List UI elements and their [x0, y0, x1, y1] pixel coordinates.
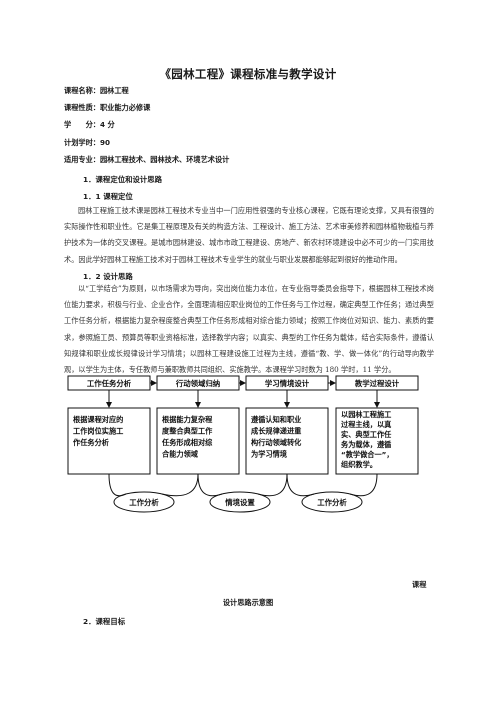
meta-value: 4 分 [99, 120, 115, 129]
box-integrate-competence-line: 度整合典型工作 [162, 427, 213, 436]
header-learning-context: 学习情境设计 [265, 379, 310, 388]
section-heading-1-2: 1．2 设计思路 [83, 272, 133, 281]
figure-caption: 设计思路示意图 [222, 598, 274, 607]
header-teaching-process: 教学过程设计 [354, 379, 400, 388]
meta-label: 适用专业： [64, 155, 100, 164]
meta-label: 课程性质： [64, 103, 100, 112]
box-job-task-analysis-line: 根据课程对应的 [73, 415, 123, 424]
meta-course-nature: 课程性质：职业能力必修课 [64, 103, 150, 113]
page-title: 《园林工程》课程标准与教学设计 [159, 67, 337, 81]
box-organize-teaching-line: 务为载体，遵循 [341, 440, 391, 449]
section-heading-1-1: 1．1 课程定位 [83, 192, 133, 201]
connector-curve [257, 473, 288, 497]
box-restructure-fields-line: 遵循认知和职业 [251, 415, 301, 424]
paragraph-course-positioning: 园林工程施工技术课是园林工程技术专业当中一门应用性很强的专业核心课程，它既有理论… [64, 206, 434, 264]
box-organize-teaching-line: 组织教学。 [341, 460, 377, 469]
box-restructure-fields-line: 为学习情境 [251, 450, 288, 459]
box-job-task-analysis-line: 工作岗位实施工 [73, 427, 123, 436]
meta-label: 课程名称： [64, 86, 100, 95]
meta-course-name: 课程名称：园林工程 [64, 86, 129, 96]
connector-curve [197, 473, 223, 497]
meta-label: 学 分： [64, 120, 100, 129]
box-restructure-fields-line: 成长规律递进重 [251, 427, 301, 436]
meta-majors: 适用专业：园林工程技术、园林技术、环境艺术设计 [64, 155, 229, 165]
header-task-analysis: 工作任务分析 [87, 379, 132, 388]
paragraph-design-ideas: 以“工学结合”为原则，以市场需求为导向，突出岗位能力本位，在专业指导委员会指导下… [64, 284, 434, 375]
box-organize-teaching-line: 以园林工程施工 [341, 410, 391, 419]
connector-curve [286, 473, 315, 497]
meta-value: 90 [99, 138, 110, 147]
box-organize-teaching-line: 过程主线，以真 [341, 420, 392, 429]
connector-curve [161, 473, 199, 497]
connector-curve [349, 473, 378, 497]
meta-value: 职业能力必修课 [99, 103, 151, 112]
box-restructure-fields-line: 构行动领域转化 [251, 438, 302, 447]
caption-aside: 课程 [412, 580, 427, 589]
diagram-svg: 工作任务分析 行动领域归纳 学习情境设计 教学过程设计根据课程对应的工作岗位实施工作任… [67, 375, 419, 513]
box-job-task-analysis-line: 作任务分析 [73, 438, 110, 447]
box-organize-teaching-line: 实、典型工作任 [341, 430, 392, 439]
section-heading-2: 2．课程目标 [83, 617, 126, 626]
meta-label: 计划学时： [64, 138, 100, 147]
meta-hours: 计划学时：90 [64, 138, 110, 148]
meta-value: 园林工程技术、园林技术、环境艺术设计 [99, 155, 230, 164]
design-flow-diagram: 工作任务分析 行动领域归纳 学习情境设计 教学过程设计根据课程对应的工作岗位实施工作任… [64, 374, 434, 586]
oval-work-analysis-2 [301, 491, 363, 513]
oval-context-setting-label: 情境设置 [224, 498, 255, 507]
meta-value: 园林工程 [99, 86, 129, 95]
section-heading-1: 1．课程定位和设计思路 [83, 175, 163, 184]
header-action-field: 行动领域归纳 [175, 379, 220, 388]
box-integrate-competence-line: 根据能力复杂程 [162, 415, 213, 424]
oval-context-setting [209, 491, 271, 513]
oval-work-analysis-1 [113, 491, 175, 513]
oval-work-analysis-2-label: 工作分析 [317, 498, 347, 507]
box-organize-teaching-line: “教学做合一”， [341, 450, 394, 459]
meta-credits: 学 分：4 分 [64, 120, 115, 130]
box-integrate-competence-line: 合能力领域 [161, 450, 199, 459]
oval-work-analysis-1-label: 工作分析 [129, 498, 159, 507]
connector-curve [108, 473, 127, 497]
box-integrate-competence-line: 任务形成相对综 [161, 438, 213, 447]
